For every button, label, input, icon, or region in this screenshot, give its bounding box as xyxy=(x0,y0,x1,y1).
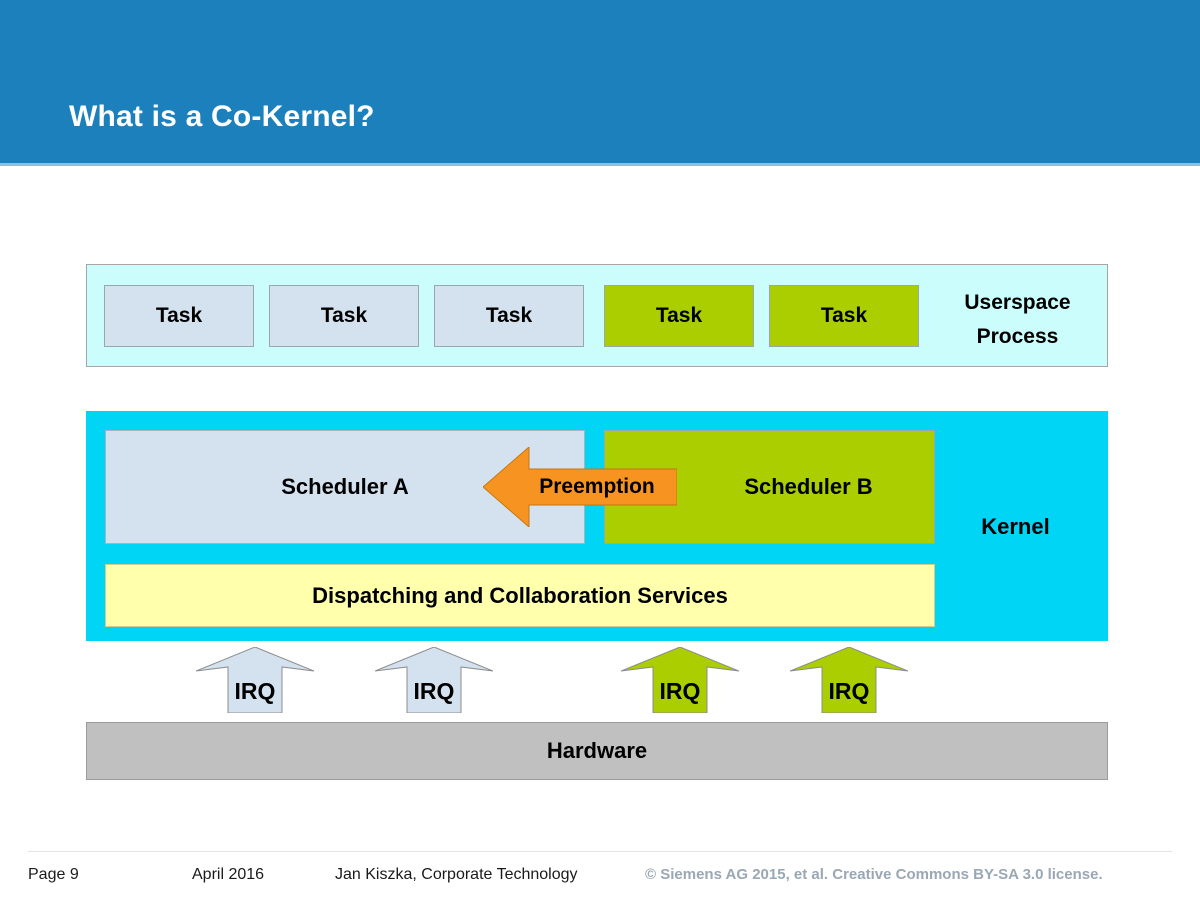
preemption-arrow-icon xyxy=(483,447,677,527)
task-box: Task xyxy=(769,285,919,347)
userspace-process-label: Userspace Process xyxy=(935,286,1100,354)
task-box: Task xyxy=(604,285,754,347)
footer-author: Jan Kiszka, Corporate Technology xyxy=(335,866,578,883)
userspace-label-line2: Process xyxy=(976,325,1059,348)
irq-arrow-icon xyxy=(621,647,739,713)
footer-divider xyxy=(28,851,1172,852)
task-box: Task xyxy=(269,285,419,347)
irq-arrow-icon xyxy=(375,647,493,713)
dispatching-services-box: Dispatching and Collaboration Services xyxy=(105,564,935,627)
footer-date: April 2016 xyxy=(192,866,265,883)
task-box: Task xyxy=(434,285,584,347)
kernel-label: Kernel xyxy=(981,514,1050,539)
task-box: Task xyxy=(104,285,254,347)
hardware-box: Hardware xyxy=(86,722,1108,780)
page-title: What is a Co-Kernel? xyxy=(69,100,375,133)
header-underline xyxy=(0,163,1200,166)
userspace-label-line1: Userspace xyxy=(964,291,1071,314)
slide-header xyxy=(0,0,1200,163)
userspace-process-container xyxy=(86,264,1108,367)
irq-arrow-icon xyxy=(196,647,314,713)
footer-copyright: © Siemens AG 2015, et al. Creative Commo… xyxy=(645,866,1103,883)
irq-arrow-icon xyxy=(790,647,908,713)
footer-page-number: Page 9 xyxy=(28,866,79,883)
